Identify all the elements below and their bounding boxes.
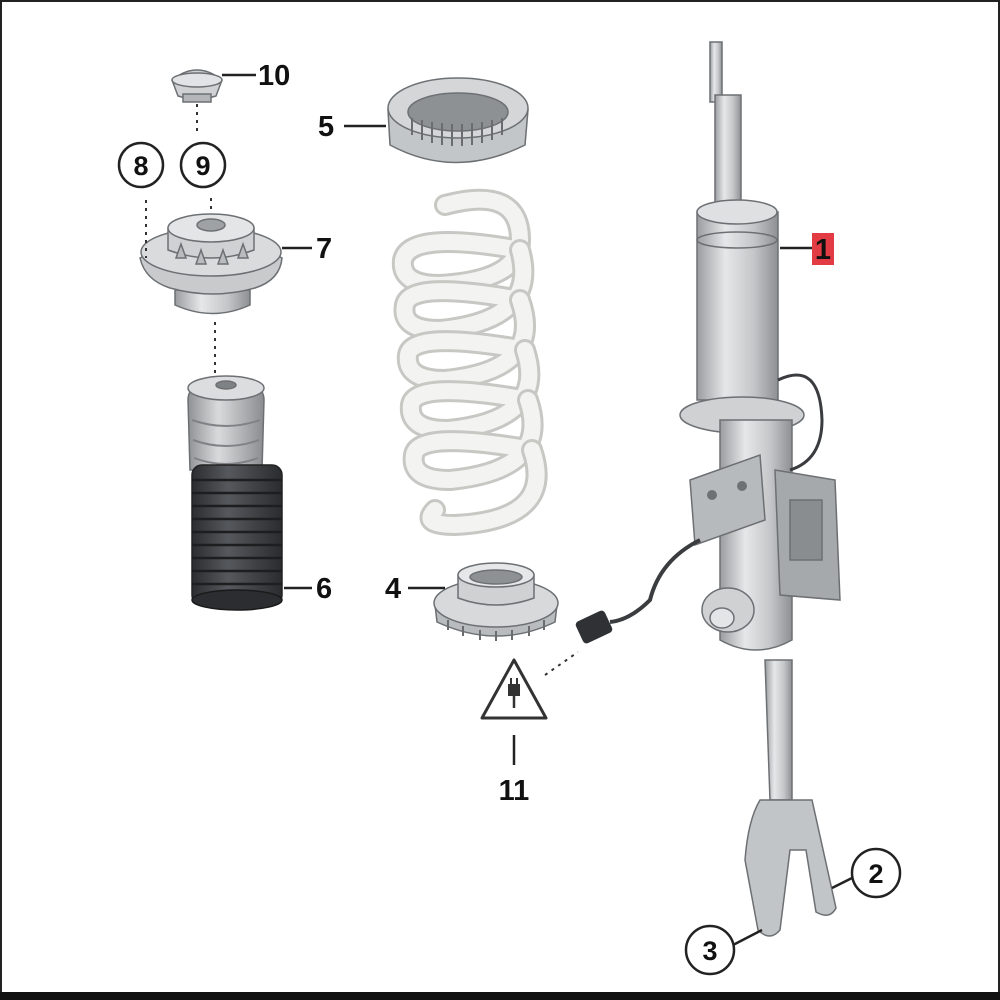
bottom-bar: [0, 992, 1000, 1000]
part-5-upper-spring-seat: [387, 77, 529, 164]
part-4-lower-spring-seat: [433, 562, 559, 641]
leader-3: [732, 928, 763, 947]
callout-4: 4: [385, 573, 401, 605]
coil-spring: [391, 188, 548, 537]
leader-2: [831, 876, 853, 890]
callout-8-circle: [117, 141, 165, 189]
part-1-shock-absorber: [575, 41, 841, 937]
callout-6: 6: [316, 573, 332, 605]
callout-1: 1: [815, 234, 831, 266]
callout-2-circle: [850, 847, 902, 899]
callout-7: 7: [316, 233, 332, 265]
callout-2: 2: [868, 859, 883, 889]
align-line-11-connector: [544, 651, 579, 676]
part-10-cap: [171, 69, 223, 103]
callout-10: 10: [258, 60, 290, 92]
callout-1-highlight: [812, 233, 834, 265]
callout-3-circle: [684, 924, 736, 976]
callout-11: 11: [499, 775, 530, 807]
callout-3: 3: [702, 936, 717, 966]
callout-5: 5: [318, 111, 334, 143]
callout-8: 8: [133, 151, 148, 181]
part-6-bump-stop-and-boot: [187, 375, 283, 611]
part-7-top-mount: [139, 213, 283, 315]
callout-9: 9: [195, 151, 210, 181]
callout-9-circle: [179, 141, 227, 189]
electrical-connector-warning-icon: [480, 658, 548, 720]
